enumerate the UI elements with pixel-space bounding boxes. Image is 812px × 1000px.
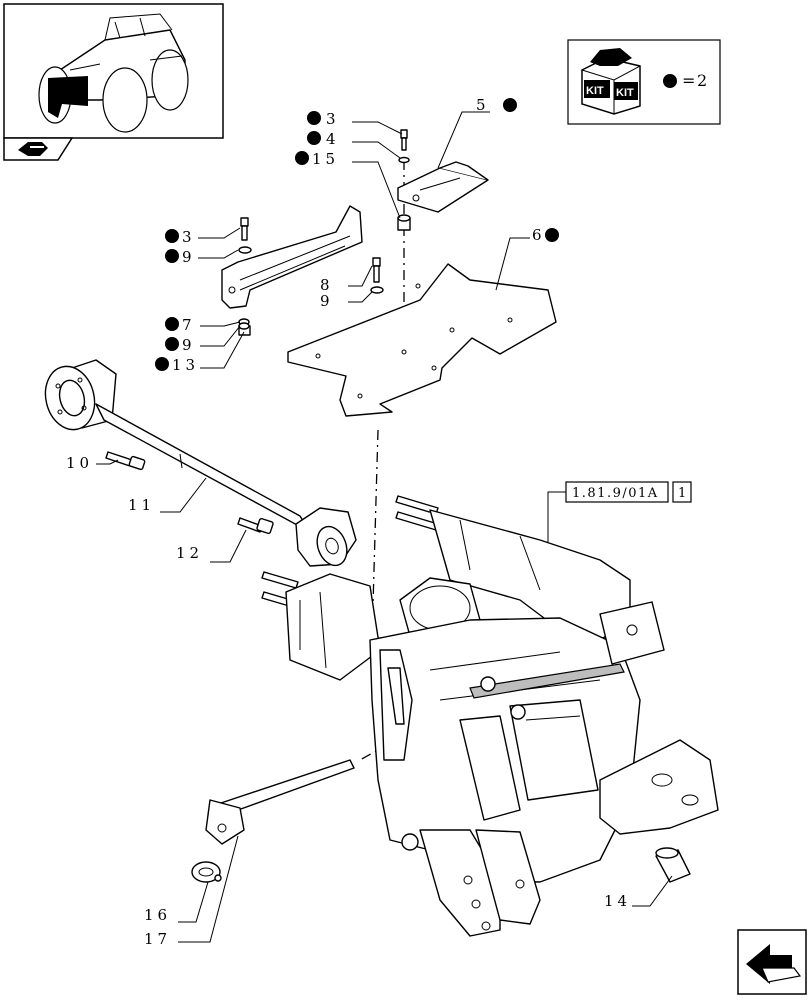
kit-equals: = (682, 71, 695, 90)
part-8-bolt[interactable] (372, 257, 381, 283)
part-11-axle-shaft[interactable] (39, 359, 311, 533)
tractor-icon (38, 13, 189, 133)
next-page-button[interactable] (737, 929, 807, 995)
kit-label-2: KIT (616, 87, 634, 99)
svg-text:10: 10 (66, 454, 93, 472)
part-3-bolt-top[interactable] (400, 129, 408, 151)
svg-text:9: 9 (320, 292, 334, 310)
kit-dot-icon (165, 249, 179, 263)
svg-text:13: 13 (172, 356, 199, 374)
next-arrow-icon (746, 944, 802, 984)
callout-13[interactable]: 13 (155, 356, 199, 374)
reference-index: 1 (678, 486, 690, 501)
callout-14[interactable]: 14 (604, 892, 631, 910)
svg-text:9: 9 (182, 336, 196, 354)
main-housing[interactable] (261, 495, 719, 937)
part-16-clip[interactable] (191, 861, 222, 883)
svg-text:5: 5 (476, 96, 490, 114)
callout-5[interactable]: 5 (476, 96, 517, 114)
callout-10[interactable]: 10 (66, 454, 93, 472)
callout-6[interactable]: 6 (532, 226, 559, 244)
svg-text:16: 16 (144, 906, 171, 924)
left-rail-bracket[interactable] (221, 205, 363, 309)
callout-3-top[interactable]: 3 (307, 110, 340, 128)
part-5-bracket[interactable] (397, 161, 489, 213)
callout-9-mid[interactable]: 9 (320, 292, 334, 310)
callout-4[interactable]: 4 (307, 130, 340, 148)
kit-dot-icon (307, 131, 321, 145)
bearing-cup[interactable] (295, 507, 357, 570)
kit-box-icon: KIT KIT (581, 48, 641, 115)
callout-9-left[interactable]: 9 (165, 248, 196, 266)
callout-11[interactable]: 11 (128, 496, 155, 514)
callout-12[interactable]: 12 (176, 544, 203, 562)
kit-dot-icon (165, 229, 179, 243)
leader-lines (96, 111, 673, 943)
svg-text:11: 11 (128, 496, 155, 514)
callout-16[interactable]: 16 (144, 906, 171, 924)
svg-text:6: 6 (532, 226, 546, 244)
callout-3-left[interactable]: 3 (165, 228, 196, 246)
kit-dot-icon (295, 151, 309, 165)
callout-8[interactable]: 8 (320, 276, 334, 294)
callout-15[interactable]: 15 (295, 150, 339, 168)
reference-link[interactable]: 1.81.9/01A 1 (547, 481, 692, 550)
part-9-washer-mid[interactable] (370, 286, 384, 294)
part-12-bolt[interactable] (237, 517, 274, 535)
svg-text:8: 8 (320, 276, 334, 294)
kit-dot-icon (165, 317, 179, 331)
part-3-bolt-left[interactable] (240, 217, 249, 241)
part-7-9-13-nut-stack[interactable] (238, 318, 251, 336)
kit-bullet-icon (663, 74, 677, 88)
svg-text:3: 3 (182, 228, 196, 246)
kit-label-1: KIT (586, 85, 604, 97)
part-17-pin[interactable] (205, 759, 355, 845)
reference-code: 1.81.9/01A (572, 486, 659, 501)
part-15-bushing[interactable] (397, 214, 411, 231)
kit-dot-icon (307, 111, 321, 125)
back-arrow-icon[interactable] (18, 142, 48, 156)
svg-text:4: 4 (326, 130, 340, 148)
svg-text:9: 9 (182, 248, 196, 266)
part-10-screw[interactable] (105, 451, 146, 471)
part-9-washer-left[interactable] (238, 246, 252, 254)
kit-dot-icon (545, 228, 559, 242)
kit-dot-icon (155, 357, 169, 371)
part-14-bushing[interactable] (655, 847, 691, 883)
callout-17[interactable]: 17 (144, 930, 171, 948)
svg-text:17: 17 (144, 930, 171, 948)
svg-text:15: 15 (312, 150, 339, 168)
callout-7[interactable]: 7 (165, 316, 196, 334)
kit-dot-icon (165, 337, 179, 351)
svg-text:7: 7 (182, 316, 196, 334)
kit-legend: KIT KIT = 2 (567, 39, 721, 125)
svg-text:14: 14 (604, 892, 631, 910)
kit-quantity: 2 (697, 71, 707, 90)
svg-text:12: 12 (176, 544, 203, 562)
part-4-washer[interactable] (398, 156, 410, 164)
tractor-thumbnail[interactable] (3, 3, 224, 161)
svg-text:3: 3 (326, 110, 340, 128)
part-6-plate[interactable] (287, 263, 557, 417)
kit-dot-icon (503, 98, 517, 112)
callout-9-low[interactable]: 9 (165, 336, 196, 354)
